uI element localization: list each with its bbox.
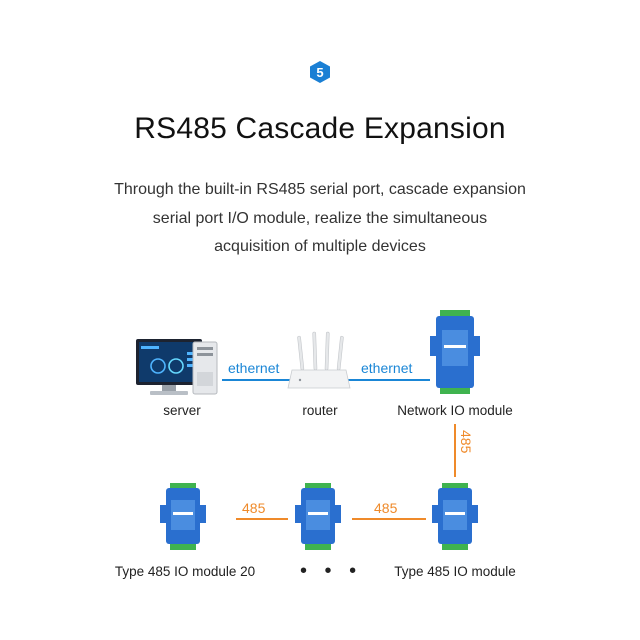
description: Through the built-in RS485 serial port, … xyxy=(60,176,580,262)
description-line-3: acquisition of multiple devices xyxy=(214,238,426,255)
network-io-module-icon xyxy=(430,310,480,394)
io-module-middle-icon xyxy=(295,483,341,550)
ethernet-label-2: ethernet xyxy=(361,360,413,376)
io-module-first-icon xyxy=(432,483,478,550)
server-icon xyxy=(136,339,218,395)
io-module-last-icon xyxy=(160,483,206,550)
step-number: 5 xyxy=(316,65,323,80)
rs485-label-right: 485 xyxy=(374,500,398,516)
rs485-label-left: 485 xyxy=(242,500,266,516)
ethernet-label-1: ethernet xyxy=(228,360,280,376)
io-module-last-label: Type 485 IO module 20 xyxy=(114,564,256,579)
description-line-1: Through the built-in RS485 serial port, … xyxy=(114,181,526,198)
router-icon xyxy=(287,331,351,389)
hexagon-icon: 5 xyxy=(310,61,330,83)
ellipsis: • • • xyxy=(300,560,363,582)
page-title: RS485 Cascade Expansion xyxy=(134,112,506,145)
network-io-module-label: Network IO module xyxy=(397,403,513,418)
step-badge: 5 xyxy=(309,60,331,84)
server-label: server xyxy=(163,403,201,418)
description-line-2: serial port I/O module, realize the simu… xyxy=(152,209,488,227)
rs485-label-vertical: 485 xyxy=(458,430,474,454)
io-module-first-label: Type 485 IO module xyxy=(394,564,516,579)
router-label: router xyxy=(302,403,338,418)
